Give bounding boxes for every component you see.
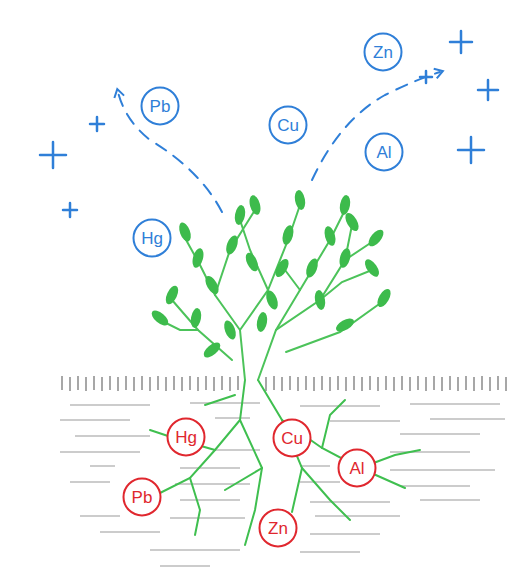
plant-stems [160,205,382,380]
plus-signs [40,31,498,217]
element-circle: Al [337,448,377,488]
element-circle: Hg [132,218,172,258]
element-symbol: Hg [175,429,197,446]
soil-lines [60,403,505,566]
element-symbol: Pb [132,489,153,506]
element-symbol: Zn [373,44,393,61]
element-circle: Zn [363,32,403,72]
uptake-arrows [118,72,440,212]
element-symbol: Zn [268,520,288,537]
element-symbol: Hg [141,230,163,247]
element-symbol: Al [376,144,391,161]
element-symbol: Cu [277,117,299,134]
element-circle: Pb [122,477,162,517]
plant-roots [150,380,420,545]
soil-surface [62,376,506,391]
element-symbol: Al [349,460,364,477]
element-circle: Cu [272,418,312,458]
element-symbol: Pb [150,98,171,115]
element-circle: Al [364,132,404,172]
plant-leaves [149,189,393,360]
element-circle: Pb [140,86,180,126]
element-circle: Cu [268,105,308,145]
element-circle: Zn [258,508,298,548]
element-circle: Hg [166,417,206,457]
element-symbol: Cu [281,430,303,447]
